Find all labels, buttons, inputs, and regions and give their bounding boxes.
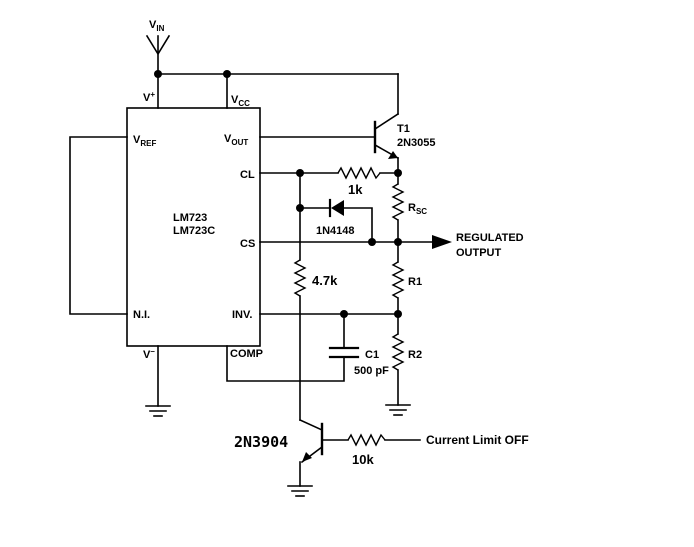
resistor-1k-label: 1k <box>348 182 363 197</box>
vminus-label: V– <box>143 347 155 361</box>
cl-wire <box>259 169 402 177</box>
ic-name-line1: LM723 <box>173 212 207 224</box>
capacitor-c1 <box>226 313 360 382</box>
resistor-10k-label: 10k <box>352 452 374 467</box>
rsc-label: RSC <box>408 202 427 216</box>
vplus-label: V+ <box>143 90 155 104</box>
cs-wire <box>259 238 433 246</box>
pin-inv-label: INV. <box>232 309 252 321</box>
t1-part-label: 2N3055 <box>397 137 436 149</box>
pin-cs-label: CS <box>240 238 255 250</box>
q2-transistor <box>298 418 349 487</box>
pin-cl-label: CL <box>240 169 255 181</box>
r1-label: R1 <box>408 276 422 288</box>
ic-name-line2: LM723C <box>173 225 215 237</box>
inv-wire <box>259 310 402 318</box>
resistor-4-7k <box>293 259 307 297</box>
output-label-line1: REGULATED <box>456 232 524 244</box>
resistor-10k <box>347 433 386 447</box>
output-label-line2: OUTPUT <box>456 247 502 259</box>
resistor-4-7k-label: 4.7k <box>312 273 338 288</box>
resistor-rsc <box>391 183 405 221</box>
t1-transistor <box>373 112 400 174</box>
q2-part-label: 2N3904 <box>234 433 288 451</box>
current-limit-off-label: Current Limit OFF <box>426 433 529 447</box>
c1-value-label: 500 pF <box>354 365 389 377</box>
diode-1n4148 <box>299 198 373 243</box>
lm723-chip <box>126 107 261 347</box>
pin-vout-label: VOUT <box>224 133 248 147</box>
pin-ni-label: N.I. <box>133 309 150 321</box>
resistor-1k <box>337 166 381 180</box>
vin-terminal <box>145 34 171 75</box>
r2-label: R2 <box>408 349 422 361</box>
diode-label: 1N4148 <box>316 225 355 237</box>
output-ground <box>385 404 411 416</box>
vref-ni-link <box>69 136 128 315</box>
pin-vref-label: VREF <box>133 134 156 148</box>
supply-rail <box>154 70 399 115</box>
pin-comp-label: COMP <box>230 348 263 360</box>
vin-label: VIN <box>149 19 165 33</box>
t1-ref-label: T1 <box>397 123 410 135</box>
resistor-r2 <box>391 333 405 371</box>
q2-ground <box>287 485 313 497</box>
resistor-r1 <box>391 261 405 299</box>
c1-ref-label: C1 <box>365 349 379 361</box>
vcc-label: VCC <box>231 94 250 108</box>
output-arrow <box>432 235 452 249</box>
ic-ground <box>145 345 171 417</box>
